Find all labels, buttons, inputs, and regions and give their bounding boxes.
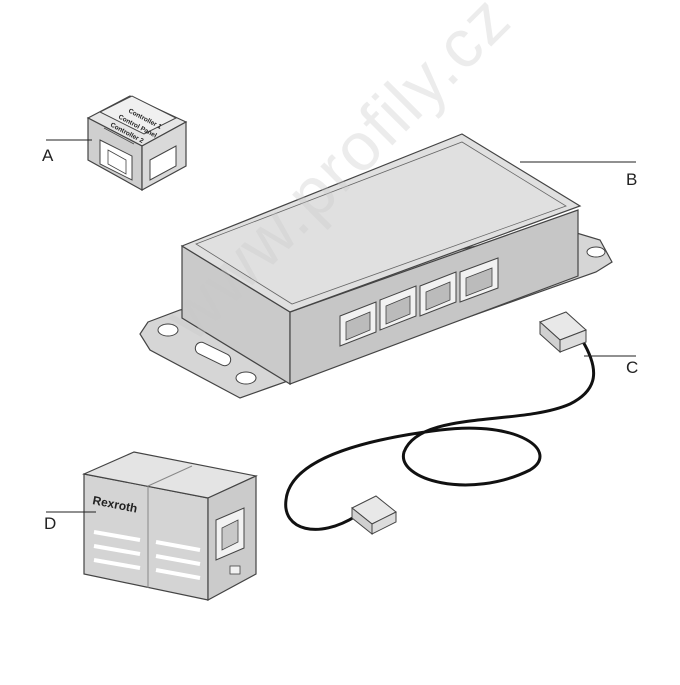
cable-c-plug-top: [539, 311, 587, 354]
callout-c: C: [626, 358, 639, 377]
callout-a: A: [42, 146, 54, 165]
callout-d: D: [44, 514, 57, 533]
hub-b: [139, 133, 613, 399]
coupler-d-stripes: [93, 530, 201, 580]
callout-b: B: [626, 170, 638, 189]
hub-port-4: [459, 257, 499, 303]
cable-c-plug-bottom: [351, 495, 397, 536]
adapter-a: Controller 1 Control Panel Controller 2: [86, 95, 188, 192]
cable-c: [284, 311, 596, 536]
coupler-d: Rexroth: [82, 451, 258, 602]
hub-port-3: [419, 271, 457, 317]
hub-port-2: [379, 285, 417, 331]
hub-port-1: [339, 301, 377, 347]
